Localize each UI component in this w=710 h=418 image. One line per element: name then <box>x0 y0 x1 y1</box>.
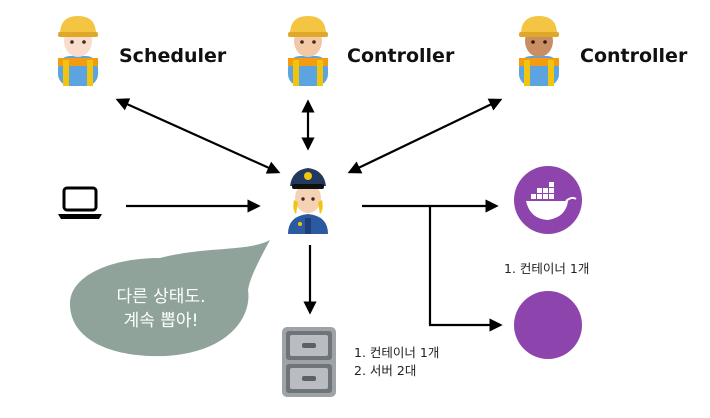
construction-worker-icon <box>58 16 98 86</box>
controller-center-label: Controller <box>347 45 455 67</box>
docker-whale-icon <box>526 182 577 220</box>
storage-status-line2: 2. 서버 2대 <box>354 363 417 378</box>
file-cabinet-icon <box>282 327 336 397</box>
storage-status-text: 1. 컨테이너 1개 2. 서버 2대 <box>354 344 439 380</box>
arrow-branch-empty-circle <box>428 206 503 332</box>
docker-status-text: 1. 컨테이너 1개 <box>504 261 590 276</box>
scheduler-label: Scheduler <box>119 45 227 67</box>
arrows <box>115 98 503 332</box>
construction-worker-icon <box>519 16 559 86</box>
laptop-icon <box>58 186 102 219</box>
arrow-police-scheduler <box>115 98 281 174</box>
speech-bubble-line1: 다른 상태도. <box>116 287 206 307</box>
storage-status-line1: 1. 컨테이너 1개 <box>354 345 440 360</box>
controller-right-label: Controller <box>580 45 688 67</box>
speech-bubble-line2: 계속 뽑아! <box>123 311 199 331</box>
construction-worker-icon <box>288 16 328 86</box>
docker-circle <box>514 166 582 234</box>
empty-node-circle <box>514 291 582 359</box>
speech-bubble-text: 다른 상태도. 계속 뽑아! <box>86 285 236 333</box>
arrow-police-controller-right <box>347 98 503 174</box>
speech-bubble <box>70 240 270 357</box>
police-officer-icon <box>288 168 328 234</box>
